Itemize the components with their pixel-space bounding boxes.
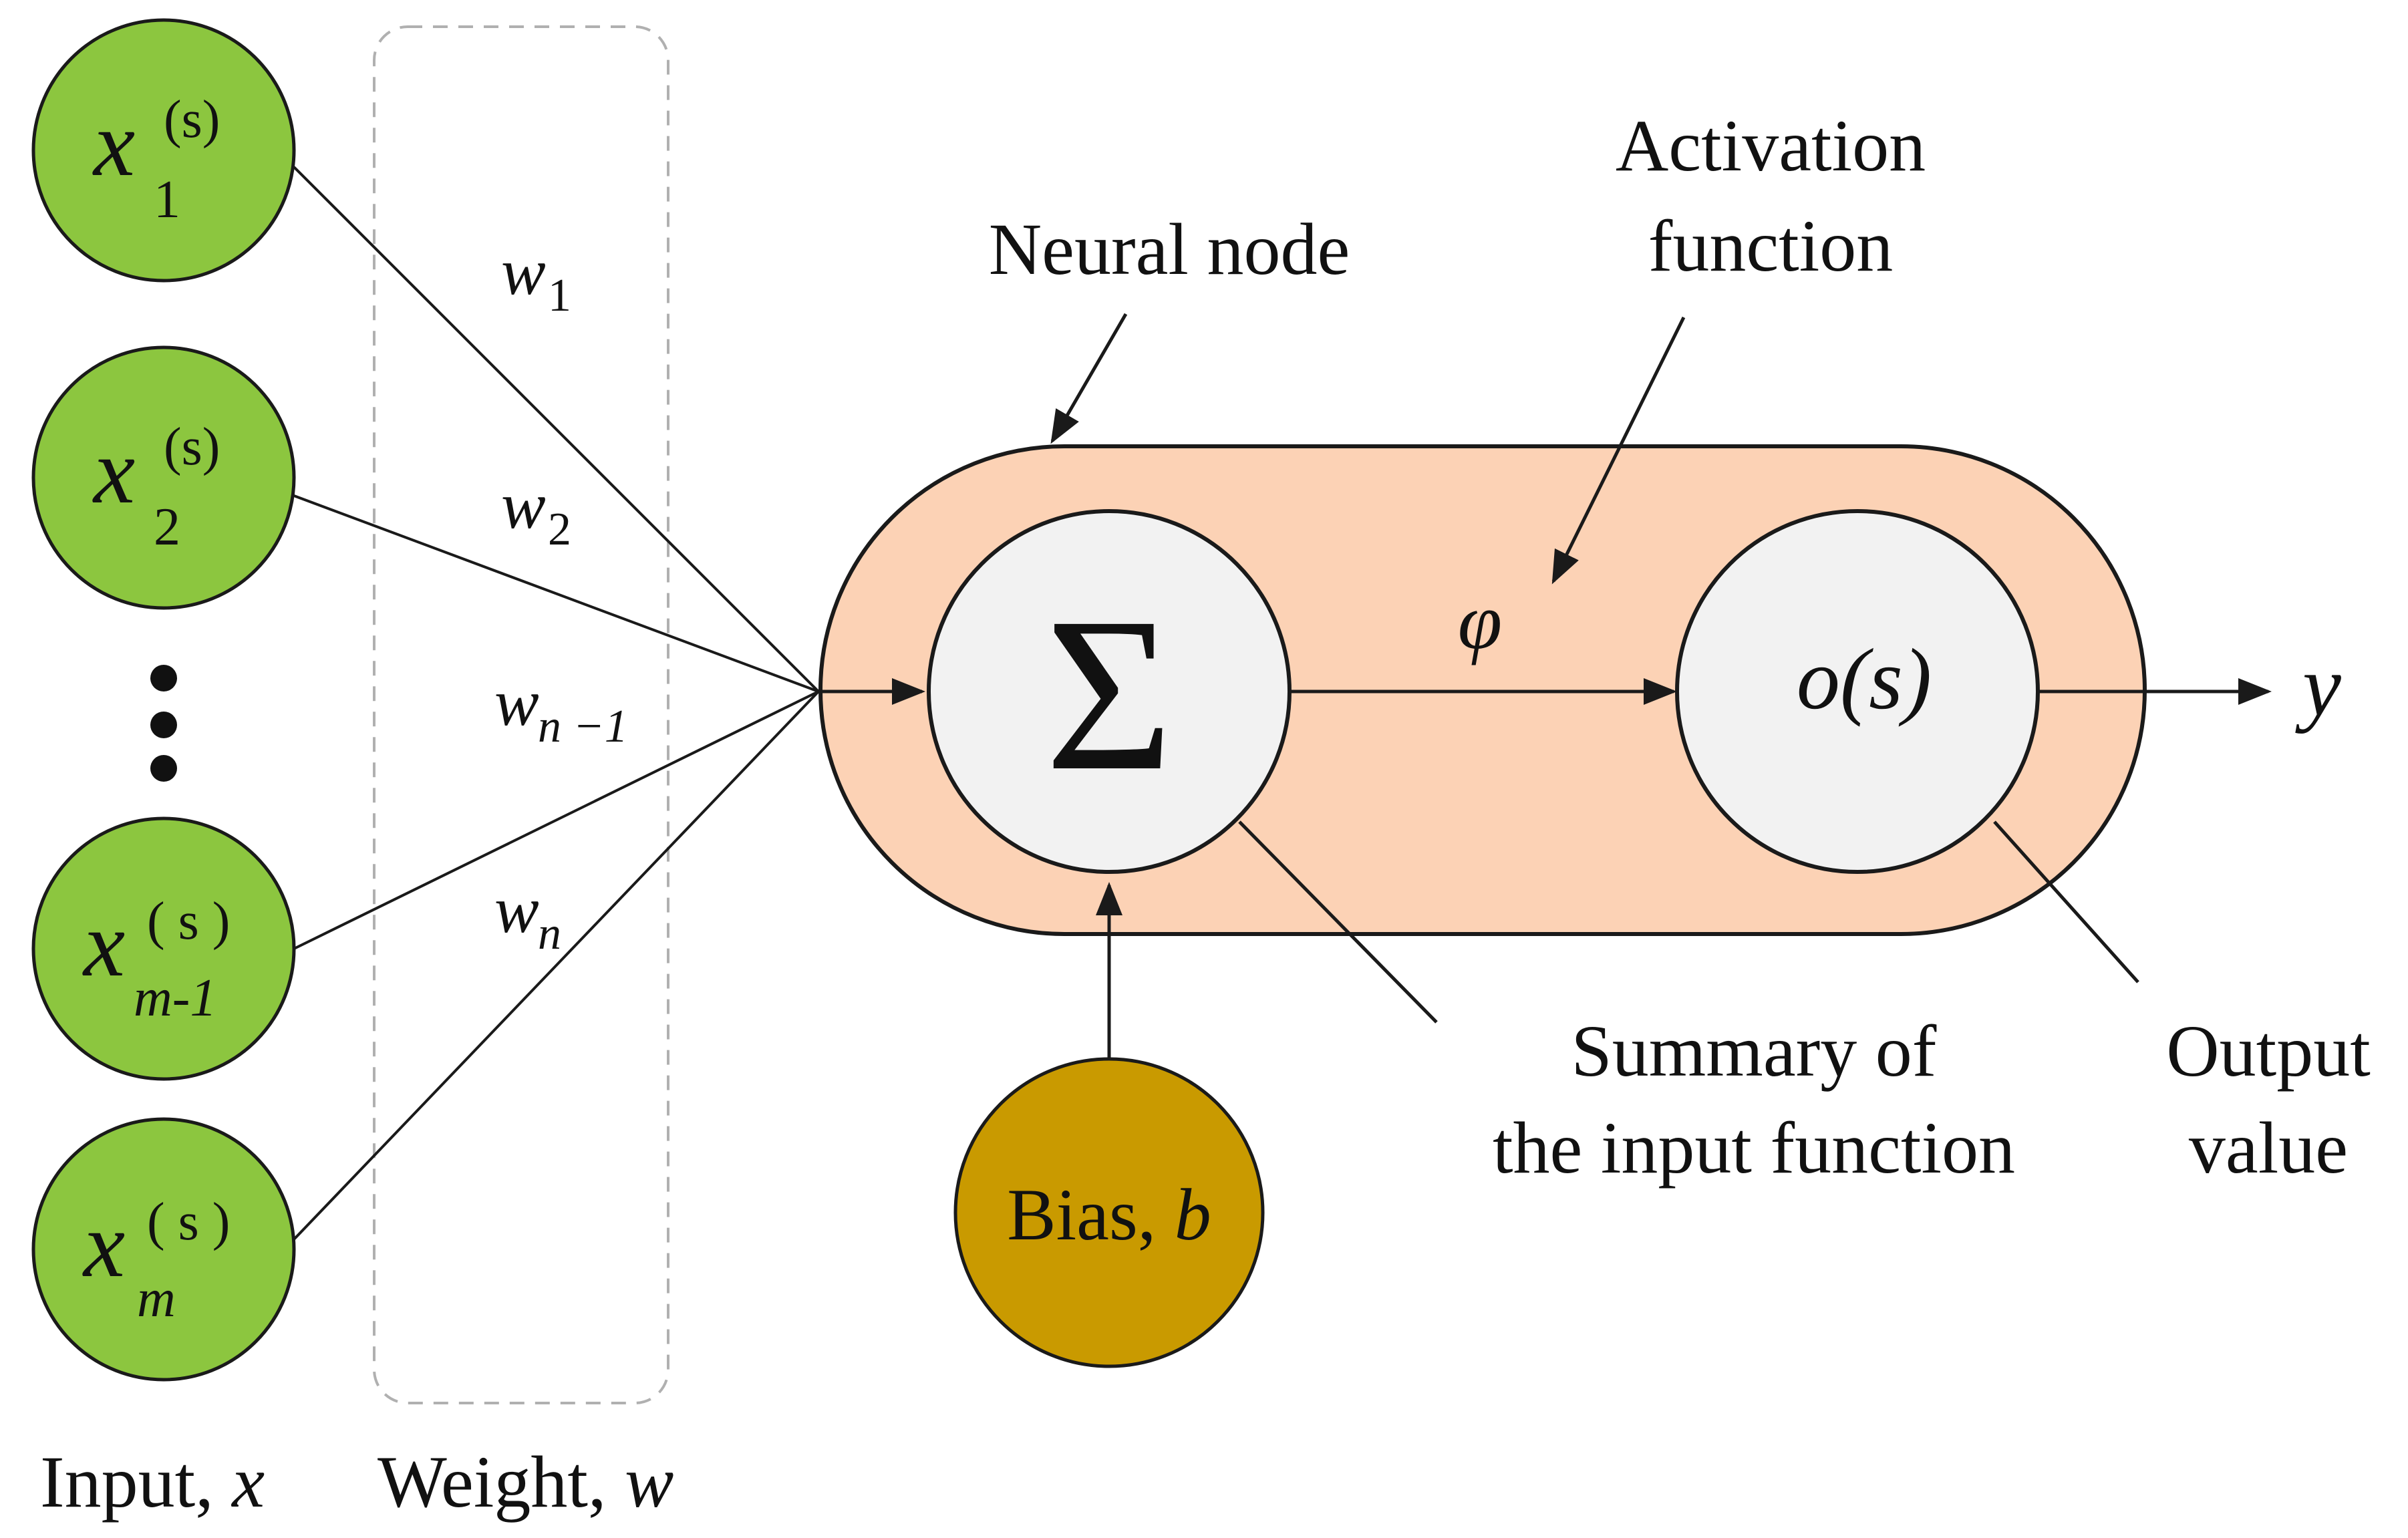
phi-symbol: φ (1458, 577, 1502, 665)
input-node-m: x ( s ) m (31, 1117, 296, 1382)
svg-text:1: 1 (548, 270, 571, 321)
input-node-2: x (s) 2 (31, 345, 296, 610)
svg-text:x: x (82, 893, 125, 996)
activation-pointer (1551, 316, 1686, 585)
input-node-1: x (s) 1 (31, 18, 296, 283)
connection-line-3 (293, 690, 819, 950)
weight-caption: Weight, w (378, 1441, 673, 1523)
activation-label-line2: function (1648, 205, 1894, 287)
weight-label-n-1: w n −1 (494, 665, 628, 752)
svg-text:( s ): ( s ) (147, 1193, 230, 1251)
input-caption: Input, x (40, 1441, 265, 1523)
svg-text:2: 2 (154, 498, 180, 557)
output-value-label-line1: Output (2166, 1010, 2371, 1092)
svg-text:w: w (501, 468, 546, 543)
output-node-label: o(s) (1797, 631, 1932, 728)
summary-label-line2: the input function (1493, 1107, 2015, 1189)
connection-line-1 (293, 166, 820, 693)
svg-text:m: m (137, 1269, 176, 1328)
bias-node (953, 1057, 1265, 1368)
weight-label-1: w 1 (501, 235, 571, 321)
svg-text:2: 2 (548, 504, 571, 555)
svg-text:w: w (494, 873, 539, 947)
summary-leader-line (1238, 820, 1438, 1024)
svg-text:w: w (494, 665, 539, 740)
svg-text:w: w (501, 235, 546, 309)
weight-label-2: w 2 (501, 468, 571, 555)
neural-node-label: Neural node (989, 208, 1350, 290)
weight-column-box (373, 25, 669, 1404)
svg-text:x: x (82, 1193, 125, 1297)
svg-text:1: 1 (154, 170, 180, 229)
svg-text:n −1: n −1 (538, 701, 628, 752)
output-y: y (2295, 638, 2341, 734)
activation-label-line1: Activation (1616, 105, 1926, 186)
svg-text:( s ): ( s ) (147, 892, 230, 951)
bias-label: Bias, b (1007, 1174, 1211, 1255)
svg-text:n: n (538, 908, 561, 959)
output-value-leader-line (1993, 820, 2139, 983)
output-value-label-line2: value (2189, 1107, 2348, 1189)
svg-text:x: x (92, 420, 135, 523)
connection-line-4 (293, 690, 820, 1241)
ellipsis-dots (150, 665, 177, 782)
connection-line-2 (293, 494, 819, 693)
svg-text:(s): (s) (164, 90, 220, 149)
summary-label-line1: Summary of (1571, 1010, 1937, 1092)
neural-node-pointer (1050, 313, 1128, 444)
input-node-m-1: x ( s ) m-1 (31, 816, 296, 1081)
svg-text:x: x (92, 92, 135, 196)
svg-text:(s): (s) (164, 418, 220, 476)
sigma-symbol: Σ (1045, 573, 1173, 816)
weight-label-n: w n (494, 873, 561, 959)
svg-text:m-1: m-1 (134, 969, 216, 1028)
